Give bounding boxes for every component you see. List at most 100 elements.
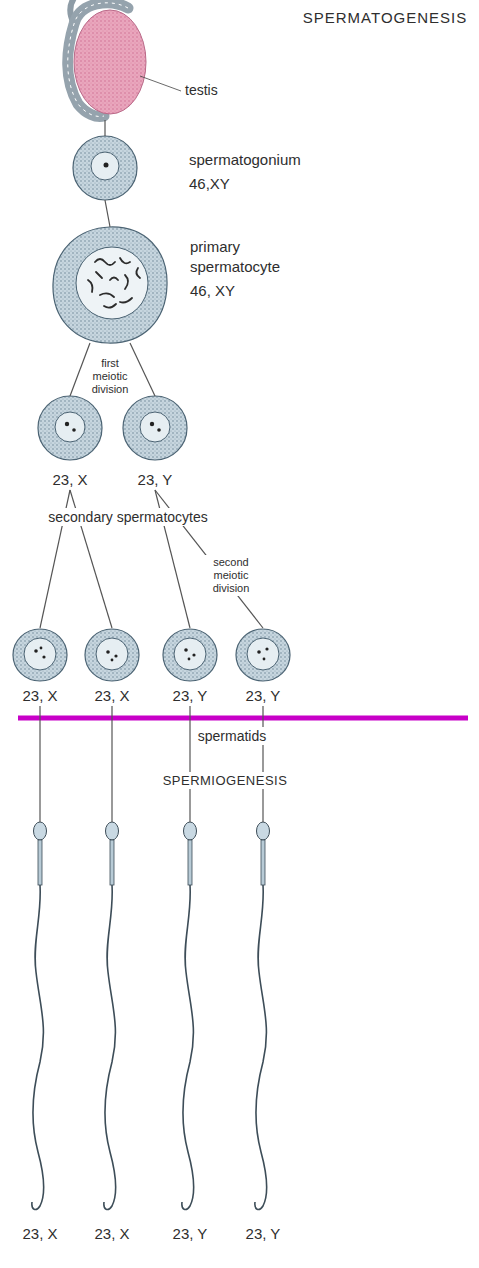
- illustration-part: [106, 650, 110, 654]
- lineage-line: [262, 706, 263, 822]
- lineage-line: [130, 343, 155, 396]
- illustration-part: [13, 629, 67, 681]
- illustration-part: [76, 247, 148, 319]
- cell-node: 23, X: [20, 822, 60, 1244]
- illustration-part: [65, 422, 69, 426]
- node-text: primary spermatocyte: [190, 237, 295, 277]
- illustration-part: [120, 258, 130, 263]
- cell-node: 23, Y: [163, 628, 217, 706]
- cell-node: 23, X: [92, 822, 132, 1244]
- node-text: 23, Y: [246, 686, 281, 706]
- illustration-part: [182, 822, 197, 1209]
- illustration-part: [55, 412, 85, 442]
- node-text-group: 23, X: [94, 1224, 129, 1244]
- illustration-part: [96, 272, 102, 278]
- illustration-part: [88, 280, 93, 292]
- illustration-part: [163, 629, 217, 681]
- illustration-part: [123, 396, 187, 460]
- node-text: 23, X: [94, 1224, 129, 1244]
- illustration-part: [42, 655, 45, 658]
- illustration-part: [95, 259, 115, 265]
- lineage-line: [104, 120, 105, 136]
- illustration-part: [104, 163, 109, 168]
- node-text: 23, Y: [173, 1224, 208, 1244]
- cell-node: 23, Y: [170, 822, 210, 1244]
- node-text-group: 23, X: [94, 686, 129, 706]
- illustration-part: [40, 647, 43, 650]
- illustration-part: [236, 629, 290, 681]
- lineage-line: [111, 706, 112, 822]
- node-text: 23, X: [94, 686, 129, 706]
- secondary-spermatocyte-cells: [38, 396, 187, 460]
- testis-drawing: [68, 0, 181, 117]
- illustration-part: [85, 629, 139, 681]
- illustration-part: [73, 136, 137, 200]
- divider-line: [18, 716, 468, 721]
- leader-line: [140, 76, 181, 91]
- illustration-part: [13, 629, 67, 681]
- node-text: 23, Y: [246, 1224, 281, 1244]
- cell-node: 23, Y: [243, 822, 283, 1244]
- diagram-title: SPERMATOGENESIS: [303, 9, 467, 26]
- illustration-part: [32, 822, 47, 1209]
- node-text: 23, Y: [138, 470, 173, 490]
- lineage-line: [39, 706, 40, 822]
- node-text-group: 23, X: [22, 1224, 57, 1244]
- illustration-part: [34, 649, 38, 653]
- illustration-part: [184, 648, 188, 652]
- illustration-part: [100, 293, 114, 297]
- lineage-line: [189, 706, 190, 822]
- node-text: 23, X: [52, 470, 87, 490]
- illustration-part: [91, 152, 119, 180]
- illustration-part: [73, 136, 137, 200]
- illustration-part: [136, 268, 140, 278]
- illustration-part: [236, 629, 290, 681]
- illustration-part: [38, 396, 102, 460]
- stage-label: spermatids: [195, 727, 269, 745]
- sperm-cells: [32, 822, 270, 1209]
- stage-label: secondary spermatocytes: [45, 508, 211, 526]
- node-text-group: 23, X: [22, 686, 57, 706]
- illustration-part: [125, 275, 128, 289]
- node-text-group: 23, Y: [246, 1224, 281, 1244]
- node-text: 23, X: [22, 1224, 57, 1244]
- illustration-part: [188, 658, 191, 661]
- illustration-part: [96, 638, 128, 670]
- illustration-part: [72, 428, 76, 432]
- illustration-part: [111, 659, 114, 662]
- illustration-part: [104, 304, 116, 308]
- cell-node: 23, X: [85, 628, 139, 706]
- spermatogonium-cell: [73, 136, 137, 200]
- illustration-part: [123, 396, 187, 460]
- lineage-line: [70, 343, 90, 396]
- illustration-part: [24, 638, 56, 670]
- illustration-part: [74, 10, 146, 114]
- node-text-group: primary spermatocyte46, XY: [190, 237, 295, 301]
- illustration-part: [110, 278, 118, 281]
- node-text: spermatogonium: [189, 150, 301, 170]
- cell-node: spermatogonium 46,XY: [73, 136, 301, 200]
- chromosomes: [88, 258, 140, 308]
- node-text-group: 23, Y: [138, 470, 173, 490]
- primary-spermatocyte-cell: [53, 227, 167, 343]
- node-text: 23, Y: [173, 686, 208, 706]
- illustration-part: [140, 412, 170, 442]
- illustration-part: [53, 227, 167, 343]
- illustration-part: [38, 396, 102, 460]
- illustration-part: [192, 653, 195, 656]
- illustration-part: [157, 428, 161, 432]
- node-text-group: 23, Y: [173, 1224, 208, 1244]
- illustration-part: [85, 629, 139, 681]
- cell-node: 23, X: [13, 628, 67, 706]
- node-text: 46,XY: [189, 174, 301, 194]
- node-text-group: 23, Y: [246, 686, 281, 706]
- stage-label: second meiotic division: [203, 555, 259, 596]
- organ-node: testis: [55, 0, 218, 120]
- illustration-part: [74, 10, 146, 114]
- illustration-part: [120, 298, 132, 303]
- illustration-part: [53, 227, 167, 343]
- stage-label: first meiotic division: [87, 357, 133, 396]
- spermatid-cells: [13, 629, 290, 681]
- node-text-group: testis: [185, 80, 218, 100]
